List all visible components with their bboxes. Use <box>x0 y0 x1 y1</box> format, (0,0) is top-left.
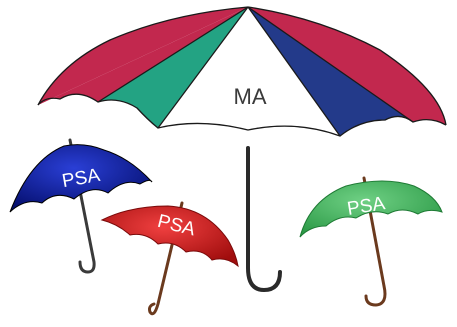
ma-panel-left-top-red <box>38 7 248 105</box>
ma-panel-right-red <box>248 7 446 125</box>
psa-green-canopy <box>299 180 443 238</box>
psa-umbrella-blue: PSA <box>9 138 153 274</box>
psa-red-handle <box>148 201 184 316</box>
psa-red-canopy <box>100 205 239 268</box>
ma-umbrella: MA <box>37 6 447 293</box>
ma-umbrella-label: MA <box>234 84 267 109</box>
psa-blue-canopy <box>9 144 153 213</box>
psa-green-handle <box>362 176 387 307</box>
psa-blue-handle <box>68 138 96 274</box>
ma-umbrella-shaft <box>246 146 282 293</box>
psa-umbrella-red: PSA <box>100 201 239 316</box>
ma-umbrella-ribs <box>37 6 447 137</box>
ma-panel-left-teal <box>98 7 248 128</box>
psa-umbrella-green: PSA <box>299 176 443 307</box>
ma-panel-right-navy <box>248 7 413 136</box>
